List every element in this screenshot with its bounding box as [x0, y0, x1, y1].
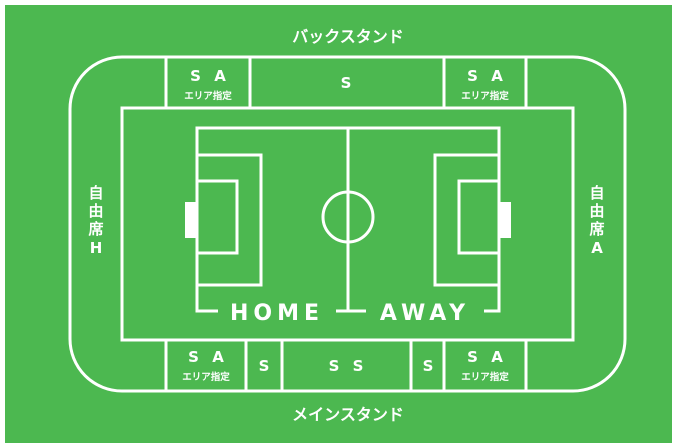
home-label-bg	[218, 297, 336, 325]
svg-text:自: 自	[589, 184, 604, 202]
section-top-left[interactable]: S A エリア指定	[184, 67, 232, 102]
bottom-sections	[164, 340, 528, 391]
section-bottom-right-s[interactable]: S	[423, 357, 438, 375]
svg-text:エリア指定: エリア指定	[182, 371, 230, 383]
home-label: HOME	[230, 301, 324, 326]
svg-text:S S: S S	[329, 357, 368, 375]
svg-text:席: 席	[589, 220, 604, 238]
away-label: AWAY	[380, 301, 470, 326]
pitch	[185, 126, 511, 313]
left-stand-label: 自 由 席 H	[88, 184, 103, 257]
center-circle	[321, 190, 375, 244]
svg-text:由: 由	[589, 202, 604, 220]
svg-text:H: H	[90, 239, 103, 257]
svg-text:S A: S A	[188, 348, 228, 366]
map-background	[5, 5, 672, 443]
right-stand-label: 自 由 席 A	[589, 184, 604, 257]
field-boundary	[120, 106, 575, 342]
svg-text:S A: S A	[467, 67, 507, 85]
section-top-center[interactable]: S	[341, 74, 356, 92]
section-bottom-left-s[interactable]: S	[259, 357, 274, 375]
svg-text:自: 自	[88, 184, 103, 202]
svg-text:S: S	[341, 74, 356, 92]
section-top-right[interactable]: S A エリア指定	[461, 67, 509, 102]
svg-text:席: 席	[88, 220, 103, 238]
svg-text:S: S	[259, 357, 274, 375]
right-goal	[499, 202, 511, 238]
svg-text:エリア指定: エリア指定	[461, 371, 509, 383]
section-bottom-right[interactable]: S A エリア指定	[461, 348, 509, 383]
svg-text:由: 由	[88, 202, 103, 220]
top-sections	[164, 57, 528, 108]
section-bottom-left[interactable]: S A エリア指定	[182, 348, 230, 383]
svg-text:エリア指定: エリア指定	[461, 90, 509, 102]
svg-text:A: A	[591, 239, 603, 257]
svg-text:S A: S A	[467, 348, 507, 366]
away-label-bg	[366, 297, 484, 325]
stadium-outline	[68, 55, 627, 393]
back-stand-label: バックスタンド	[292, 27, 404, 46]
left-goal	[185, 202, 197, 238]
section-bottom-center[interactable]: S S	[329, 357, 368, 375]
svg-text:S: S	[423, 357, 438, 375]
svg-text:エリア指定: エリア指定	[184, 90, 232, 102]
main-stand-label: メインスタンド	[292, 405, 404, 424]
svg-text:S A: S A	[190, 67, 230, 85]
